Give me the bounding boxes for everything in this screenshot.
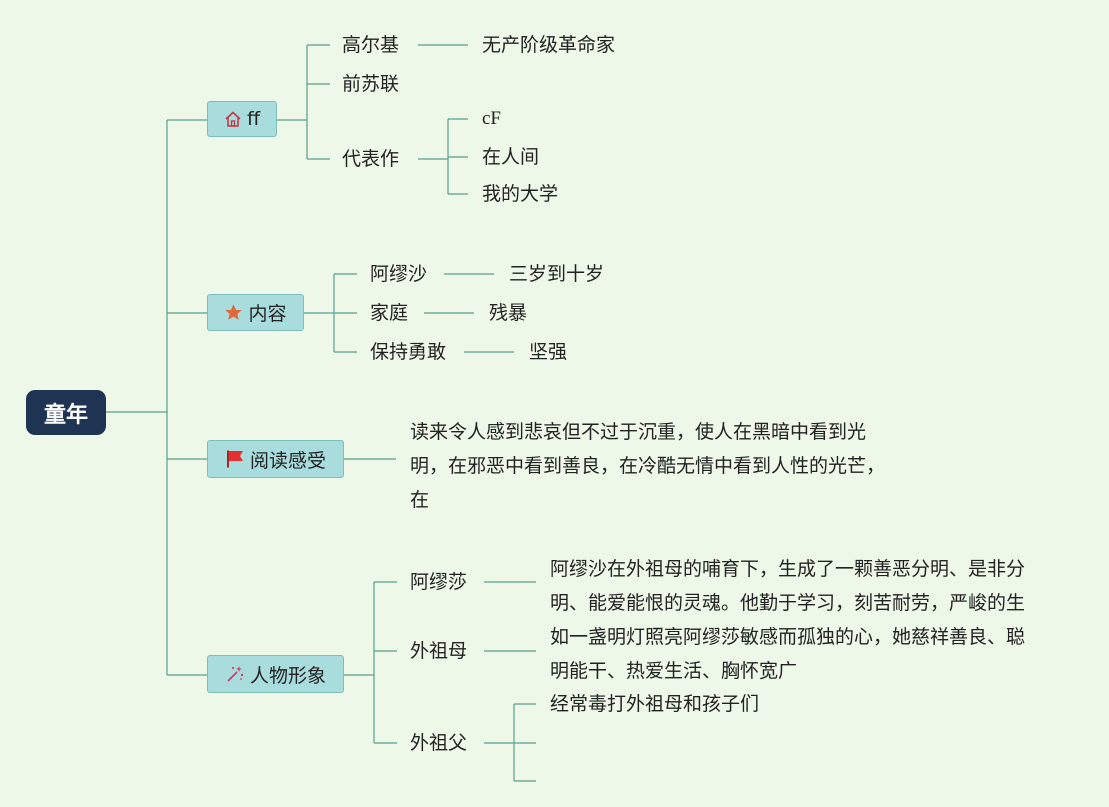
reading-line: 在 [410,489,430,511]
branch-characters[interactable]: 人物形象 [207,655,344,693]
reading-line: 明，在邪恶中看到善良，在冷酷无情中看到人性的光芒， [410,455,886,477]
node-alyosha-detail[interactable]: 三岁到十岁 [509,263,605,285]
branch-reading-label: 阅读感受 [249,449,326,472]
char-alyosha-text[interactable]: 阿缪沙在外祖母的哺育下，生成了一颗善恶分明、是非分 明、能爱能恨的灵魂。他勤于学… [550,552,1025,620]
node-work-item[interactable]: cF [482,108,501,129]
char-alyosha-line: 明、能爱能恨的灵魂。他勤于学习，刻苦耐劳，严峻的生 [550,592,1026,614]
flag-icon [225,449,245,469]
branch-characters-label: 人物形象 [249,664,326,687]
branch-reading[interactable]: 阅读感受 [207,440,344,478]
branch-content[interactable]: 内容 [207,294,304,331]
grandfather-item[interactable]: 经常毒打外祖母和孩子们 [550,693,760,715]
node-grandfather[interactable]: 外祖父 [410,732,468,754]
branch-author-label: ff [246,108,261,130]
node-alyosha[interactable]: 阿缪沙 [370,263,428,285]
node-char-alyosha[interactable]: 阿缪莎 [410,571,468,593]
sparkle-wand-icon [225,664,245,684]
node-family[interactable]: 家庭 [370,302,409,324]
node-gorky-detail[interactable]: 无产阶级革命家 [482,34,616,56]
node-grandmother[interactable]: 外祖母 [410,640,468,662]
node-brave-detail[interactable]: 坚强 [529,341,568,363]
char-alyosha-line: 阿缪沙在外祖母的哺育下，生成了一颗善恶分明、是非分 [550,558,1026,580]
node-gorky[interactable]: 高尔基 [342,34,400,56]
node-family-detail[interactable]: 残暴 [489,302,528,324]
root-label: 童年 [43,402,88,428]
branch-content-label: 内容 [248,303,287,325]
node-work-item[interactable]: 我的大学 [482,183,559,205]
root-node[interactable]: 童年 [26,390,106,435]
node-brave[interactable]: 保持勇敢 [370,341,447,363]
reading-text[interactable]: 读来令人感到悲哀但不过于沉重，使人在黑暗中看到光 明，在邪恶中看到善良，在冷酷无… [410,415,885,517]
node-work-item[interactable]: 在人间 [482,146,540,168]
reading-line: 读来令人感到悲哀但不过于沉重，使人在黑暗中看到光 [410,421,867,443]
node-works[interactable]: 代表作 [342,148,400,170]
house-icon [224,110,242,128]
branch-author[interactable]: ff [207,101,277,137]
grandmother-line: 明能干、热爱生活、胸怀宽广 [550,660,798,682]
node-ussr[interactable]: 前苏联 [342,73,400,95]
grandmother-line: 如一盏明灯照亮阿缪莎敏感而孤独的心，她慈祥善良、聪 [550,626,1026,648]
star-icon [224,303,243,322]
grandmother-text[interactable]: 如一盏明灯照亮阿缪莎敏感而孤独的心，她慈祥善良、聪 明能干、热爱生活、胸怀宽广 [550,620,1025,688]
